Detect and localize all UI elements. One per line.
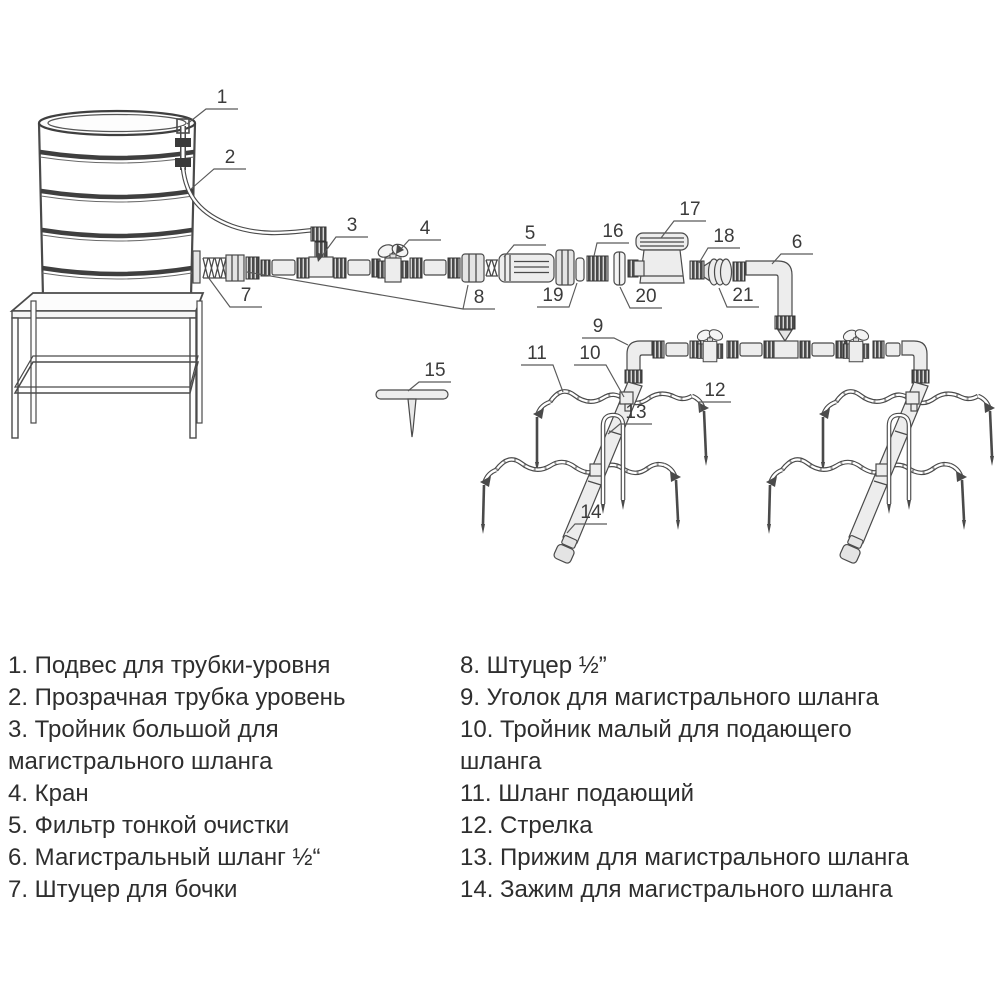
injector-unit-17 <box>633 232 689 284</box>
svg-text:19: 19 <box>542 285 563 306</box>
big-tee <box>308 226 334 278</box>
callout-20: 20 <box>619 286 662 309</box>
callout-3: 3 <box>316 215 368 262</box>
punch-tool <box>375 389 449 438</box>
callout-5: 5 <box>503 223 546 258</box>
svg-text:18: 18 <box>713 226 734 247</box>
drip-assembly-right <box>766 382 995 564</box>
legend-item-14: 14. Зажим для магистрального шланга <box>460 876 893 903</box>
svg-text:13: 13 <box>625 402 646 423</box>
thread-coil <box>485 259 498 277</box>
svg-text:21: 21 <box>732 285 753 306</box>
callout-4: 4 <box>396 218 441 254</box>
water-barrel <box>37 109 197 305</box>
legend-item-10b: шланга <box>460 748 542 775</box>
legend-item-11: 11. Шланг подающий <box>460 780 694 807</box>
legend-item-9: 9. Уголок для магистрального шланга <box>460 684 879 711</box>
manifold-valve-right <box>841 327 871 363</box>
legend-item-5: 5. Фильтр тонкой очистки <box>8 812 290 839</box>
barrel-stand <box>9 292 205 439</box>
distribution-manifold <box>624 327 930 384</box>
svg-text:4: 4 <box>420 218 431 239</box>
drip-assembly-left <box>480 382 709 564</box>
washer-20 <box>613 251 626 286</box>
legend-item-3b: магистрального шланга <box>8 748 273 775</box>
svg-text:15: 15 <box>424 360 445 381</box>
legend-item-12: 12. Стрелка <box>460 812 593 839</box>
barrel-flange <box>192 250 201 284</box>
svg-text:1: 1 <box>217 87 228 108</box>
svg-text:10: 10 <box>579 343 600 364</box>
legend-column-right: 8. Штуцер ½” 9. Уголок для магистральног… <box>460 650 909 906</box>
callout-18: 18 <box>698 226 740 264</box>
legend-item-13: 13. Прижим для магистрального шланга <box>460 844 909 871</box>
svg-text:5: 5 <box>525 223 536 244</box>
barrel-fitting-thread <box>202 257 227 279</box>
svg-text:17: 17 <box>679 199 700 220</box>
svg-text:14: 14 <box>580 502 602 523</box>
diagram-canvas: 1 2 3 4 5 6 7 8 9 10 11 12 13 14 15 16 1… <box>9 87 1000 645</box>
callout-21: 21 <box>718 285 759 308</box>
manifold-elbow-left <box>626 340 653 372</box>
svg-text:11: 11 <box>527 343 547 364</box>
union-nut-half-inch <box>461 253 485 283</box>
svg-text:9: 9 <box>593 316 604 337</box>
callout-12: 12 <box>698 380 731 412</box>
legend-item-8: 8. Штуцер ½” <box>460 652 607 679</box>
main-hose-elbow-6 <box>745 260 796 343</box>
svg-text:20: 20 <box>635 286 656 307</box>
callout-19: 19 <box>537 282 578 308</box>
callout-6: 6 <box>771 232 813 265</box>
svg-text:2: 2 <box>225 147 236 168</box>
legend-column-left: 1. Подвес для трубки-уровня 2. Прозрачна… <box>8 650 345 906</box>
fine-filter <box>498 249 575 286</box>
legend-item-4: 4. Кран <box>8 780 89 807</box>
dark-connector-16 <box>586 255 609 282</box>
level-tube-hanger <box>175 118 191 170</box>
callout-13: 13 <box>607 402 652 435</box>
nut-18 <box>689 260 705 280</box>
callout-15: 15 <box>407 360 451 392</box>
legend-item-3: 3. Тройник большой для <box>8 716 279 743</box>
manifold-center-tee <box>773 340 799 359</box>
callout-17: 17 <box>660 199 706 239</box>
svg-text:6: 6 <box>792 232 803 253</box>
washer-19 <box>575 257 585 282</box>
svg-text:3: 3 <box>347 215 358 236</box>
svg-text:7: 7 <box>241 285 252 306</box>
main-supply-line <box>192 226 796 343</box>
callout-16: 16 <box>593 221 629 257</box>
legend-item-6: 6. Магистральный шланг ½“ <box>8 844 321 871</box>
legend-item-2: 2. Прозрачная трубка уровень <box>8 684 346 711</box>
manifold-elbow-right <box>901 340 928 372</box>
callout-10: 10 <box>574 343 625 398</box>
tap-valve <box>375 241 411 283</box>
svg-text:12: 12 <box>704 380 725 401</box>
grip-connector-21 <box>703 258 746 286</box>
callout-9: 9 <box>582 316 629 346</box>
callout-11: 11 <box>521 343 564 393</box>
manifold-valve-left <box>695 327 725 363</box>
legend-item-10: 10. Тройник малый для подающего <box>460 716 852 743</box>
svg-text:8: 8 <box>474 287 485 308</box>
callouts: 1 2 3 4 5 6 7 8 9 10 11 12 13 14 15 16 1… <box>186 87 813 534</box>
callout-1: 1 <box>186 87 238 125</box>
legend-item-7: 7. Штуцер для бочки <box>8 876 238 903</box>
legend-item-1: 1. Подвес для трубки-уровня <box>8 652 331 679</box>
clear-level-tube <box>180 167 316 236</box>
callout-2: 2 <box>190 147 246 190</box>
callout-7: 7 <box>207 276 262 308</box>
svg-text:16: 16 <box>602 221 623 242</box>
callout-8: 8 <box>246 271 495 310</box>
callout-14: 14 <box>566 502 607 534</box>
